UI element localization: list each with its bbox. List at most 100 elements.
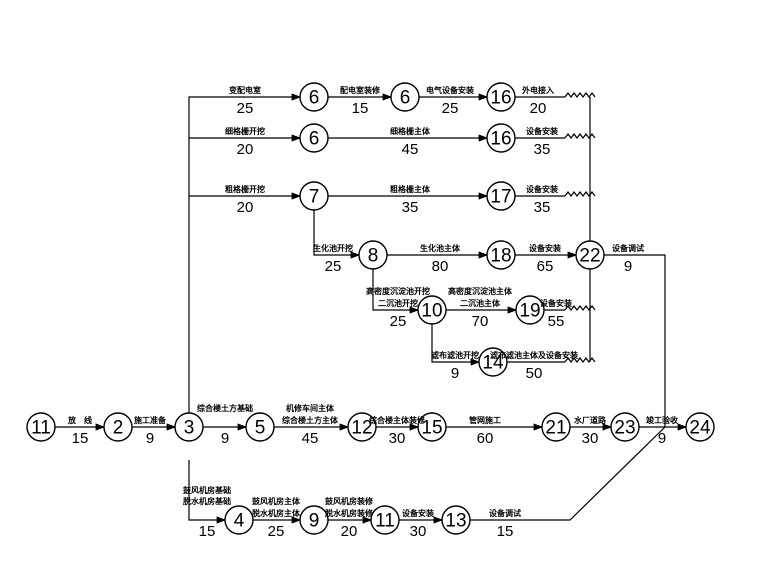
event-node-number: 17 <box>490 187 511 208</box>
event-node <box>486 181 516 211</box>
activity-arrow <box>431 324 481 366</box>
activity-name-2: 鼓风机房基础 <box>183 485 231 495</box>
event-node-number: 16 <box>490 129 511 150</box>
event-node <box>174 412 204 442</box>
activity-arrow <box>188 93 302 413</box>
event-node-number: 9 <box>309 511 320 532</box>
activity-duration: 20 <box>237 199 254 216</box>
event-node <box>299 123 329 153</box>
activity-name-2: 鼓风机房装修 <box>325 496 374 506</box>
event-node-number: 4 <box>234 511 245 532</box>
activity-duration: 9 <box>658 430 666 447</box>
activity-name: 脱水机房主体 <box>252 508 301 518</box>
event-node-number: 15 <box>421 418 442 439</box>
event-node-number: 6 <box>400 88 411 109</box>
activity-duration: 55 <box>548 313 565 330</box>
activity-name: 脱水机房装修 <box>325 508 374 518</box>
event-node <box>575 240 605 270</box>
event-node <box>486 123 516 153</box>
event-node <box>685 412 715 442</box>
activity-name: 细格栅开挖 <box>225 126 265 136</box>
activity-name: 综合楼土方基础 <box>197 403 253 413</box>
event-node-number: 7 <box>309 187 320 208</box>
activity-duration: 9 <box>451 365 459 382</box>
event-node-number: 6 <box>309 88 320 109</box>
activity-arrow <box>372 269 420 314</box>
event-node-number: 21 <box>545 418 566 439</box>
event-node-number: 12 <box>351 418 372 439</box>
activity-duration: 15 <box>352 100 369 117</box>
event-node <box>417 412 447 442</box>
activity-duration: 9 <box>624 258 632 275</box>
activity-duration: 25 <box>390 313 407 330</box>
activity-name: 设备安装 <box>526 126 558 136</box>
activity-name: 粗格栅开挖 <box>225 184 265 194</box>
event-node <box>299 82 329 112</box>
activity-name-2: 高密度沉淀池开挖 <box>366 286 430 296</box>
activity-name: 细格栅主体 <box>390 126 431 136</box>
event-node-number: 14 <box>482 353 504 374</box>
activity-name: 二沉池开挖 <box>378 298 418 308</box>
activity-name: 设备安装 <box>402 508 434 518</box>
activity-duration: 9 <box>146 430 154 447</box>
activity-duration: 45 <box>402 141 419 158</box>
activity-duration: 15 <box>497 523 514 540</box>
activity-name: 脱水机房基础 <box>183 496 231 506</box>
wavy-float-line <box>564 191 596 197</box>
activity-duration: 25 <box>442 100 459 117</box>
activity-name: 施工准备 <box>134 415 167 425</box>
wavy-float-line <box>564 133 596 139</box>
event-node <box>390 82 420 112</box>
event-node-number: 11 <box>31 418 51 439</box>
activity-name: 设备调试 <box>612 243 644 253</box>
event-node <box>486 240 516 270</box>
event-node <box>347 412 377 442</box>
activity-arrow <box>470 426 666 521</box>
activity-name: 生化池主体 <box>420 243 461 253</box>
activity-name: 外电接入 <box>522 85 554 95</box>
wavy-float-line <box>564 357 596 363</box>
event-node <box>515 295 545 325</box>
activity-name: 综合楼主体装修 <box>369 415 426 425</box>
activity-duration: 15 <box>72 430 89 447</box>
event-node-number: 3 <box>184 418 195 439</box>
event-node-number: 6 <box>309 129 320 150</box>
event-node-number: 22 <box>579 246 600 267</box>
activity-name: 配电室装修 <box>340 85 381 95</box>
event-node-number: 19 <box>519 301 540 322</box>
event-node-number: 8 <box>368 246 379 267</box>
activity-duration: 70 <box>472 313 489 330</box>
event-node <box>541 412 571 442</box>
activity-name: 综合楼土方主体 <box>282 415 339 425</box>
wavy-float-line <box>564 305 596 311</box>
activity-duration: 45 <box>302 430 319 447</box>
activity-duration: 25 <box>268 523 285 540</box>
activity-name: 电气设备安装 <box>426 85 474 95</box>
activity-name: 滤布滤池开挖 <box>431 350 479 360</box>
event-node <box>245 412 275 442</box>
activity-arrow <box>313 210 361 259</box>
event-node-number: 10 <box>421 301 442 322</box>
activity-duration: 30 <box>582 430 599 447</box>
activity-name: 设备安装 <box>526 184 558 194</box>
activity-duration: 35 <box>402 199 419 216</box>
activity-duration: 60 <box>477 430 494 447</box>
activity-duration: 80 <box>432 258 449 275</box>
activity-name: 二沉池主体 <box>460 298 501 308</box>
activity-name: 生化池开挖 <box>313 243 353 253</box>
activity-duration: 20 <box>530 100 547 117</box>
event-node-number: 5 <box>255 418 266 439</box>
event-node-number: 11 <box>375 511 395 532</box>
event-node <box>299 505 329 535</box>
wavy-float-line <box>564 92 596 98</box>
event-node-number: 13 <box>445 511 466 532</box>
activity-duration: 20 <box>341 523 358 540</box>
event-node <box>103 412 133 442</box>
event-node <box>486 82 516 112</box>
activity-name: 水厂道路 <box>573 415 607 425</box>
activity-name-2: 机修车间主体 <box>286 403 335 413</box>
event-node <box>610 412 640 442</box>
activity-name: 竣工验收 <box>646 415 678 425</box>
event-node-number: 24 <box>689 418 711 439</box>
